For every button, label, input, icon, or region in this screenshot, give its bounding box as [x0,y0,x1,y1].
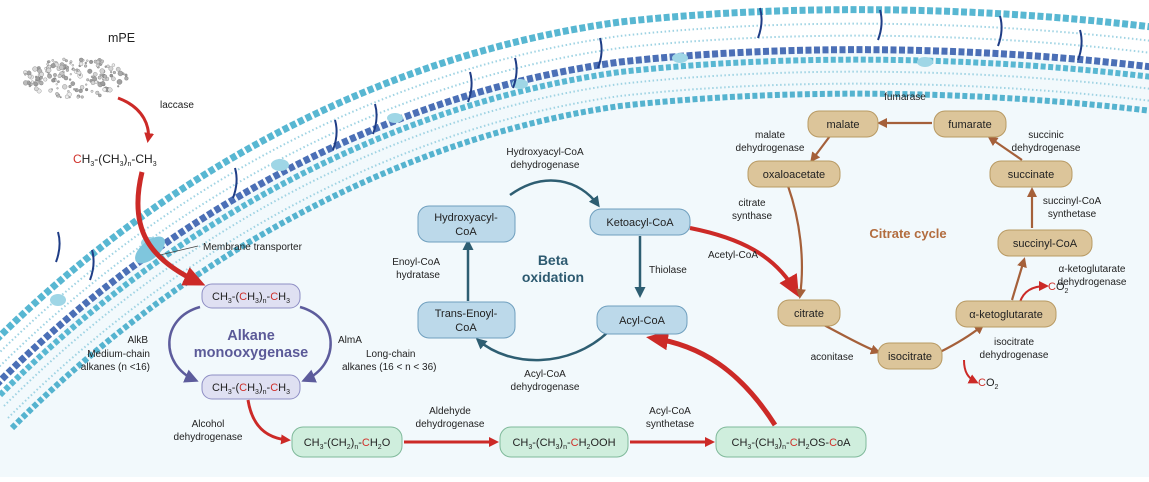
laccase-label: laccase [160,100,194,111]
uptake-arrow [135,171,206,286]
malate-node [807,110,879,138]
medium-chain-label-2: alkanes (n <16) [81,362,150,373]
succinyl-synthetase-label-1: succinyl-CoA [1043,196,1102,207]
akg-dh-label-2: dehydrogenase [1058,277,1127,288]
acyl-coa-ester-molecule: CH3-(CH3)n-CH2OS-CoA [732,437,852,451]
oxaloacetate-label: oxaloacetate [763,169,825,181]
transporter-pointer [159,245,199,256]
acyl-coa-node [596,305,688,335]
isocitrate-dh-label-1: isocitrate [994,337,1034,348]
succinate-node [989,160,1073,188]
long-chain-label-1: Long-chain [366,349,415,360]
laccase-arrow [117,96,155,143]
succinic-dh-label-2: dehydrogenase [1012,143,1081,154]
acyl-coa-ester-node [715,426,867,458]
acid-molecule: CH3-(CH3)n-CH2OOH [512,437,615,451]
hydroxyacyl-coa-label-1: Hydroxyacyl- [434,212,498,224]
isocitrate-dh-label-2: dehydrogenase [980,350,1049,361]
co2-label-akg: CO2 [1048,281,1069,295]
acyl-coa-dh-label-2: dehydrogenase [511,382,580,393]
malate-label: malate [826,119,859,131]
succinyl-coa-label: succinyl-CoA [1013,238,1078,250]
hydroxyacyl-dh-label-2: dehydrogenase [511,160,580,171]
medium-chain-label-1: Medium-chain [87,349,150,360]
alkane-title-line2: monooxygenase [194,345,308,361]
cell-membrane [0,6,1149,431]
enoyl-coa-hydratase-label-1: Enoyl-CoA [392,257,440,268]
trans-enoyl-coa-node [417,301,516,339]
succinic-dh-label-1: succinic [1028,130,1064,141]
acid-node [499,426,629,458]
citrate-label: citrate [794,308,824,320]
substrate-molecule: CH3-(CH3)n-CH3 [73,152,157,168]
membrane-transporter [135,236,165,264]
acetyl-coa-label: Acetyl-CoA [708,250,758,261]
citrate-node [777,299,841,327]
alpha-ketoglutarate-label: α-ketoglutarate [969,309,1043,321]
alkane-monooxygenase-section: CH3-(CH3)n-CH3 CH3-(CH3)n-CH3 Alkane mon… [81,283,437,400]
citrate-synthase-label-1: citrate [738,198,766,209]
alkane-molecule-bottom: CH3-(CH3)n-CH3 [212,382,290,396]
fatty-acid-activation-path: Alcohol dehydrogenase CH3-(CH2)n-CH2O Al… [174,330,867,458]
thiolase-label: Thiolase [649,265,687,276]
acyl-coa-dh-label-1: Acyl-CoA [524,369,566,380]
acyl-coa-label: Acyl-CoA [619,315,666,327]
membrane-transporter-label: Membrane transporter [203,242,303,253]
aldehyde-dh-label-2: dehydrogenase [416,419,485,430]
succinate-label: succinate [1008,169,1054,181]
beta-oxidation-section: Hydroxyacyl- CoA Ketoacyl-CoA Acyl-CoA T… [392,147,799,393]
alcohol-dh-label-1: Alcohol [192,419,225,430]
isocitrate-label: isocitrate [888,351,932,363]
alcohol-node [291,426,403,458]
co2-label-isocitrate: CO2 [978,377,999,391]
citrate-cycle-section: malate fumarate oxaloacetate succinate s… [732,92,1127,391]
succinyl-synthetase-label-2: synthetase [1048,209,1097,220]
acetyl-coa-arrow [689,226,799,298]
alcohol-dh-label-2: dehydrogenase [174,432,243,443]
acyl-synthetase-label-2: synthetase [646,419,695,430]
citrate-cycle-title: Citrate cycle [869,226,946,241]
acyl-synthetase-label-1: Acyl-CoA [649,406,691,417]
long-chain-label-2: alkanes (16 < n < 36) [342,362,437,373]
oxaloacetate-node [747,160,841,188]
mpe-label: mPE [108,31,135,45]
trans-enoyl-coa-label-1: Trans-Enoyl- [435,308,498,320]
ketoacyl-coa-label: Ketoacyl-CoA [606,217,674,229]
succinyl-coa-node [997,229,1093,257]
to-beta-oxidation-arrow [646,330,778,427]
hydroxyacyl-dh-label-1: Hydroxyacyl-CoA [506,147,584,158]
ketoacyl-coa-node [589,208,691,236]
alkb-label: AlkB [127,335,148,346]
alkane-node-top [201,283,301,309]
beta-title-line1: Beta [538,252,569,268]
beta-title-line2: oxidation [522,269,584,285]
akg-dh-label-1: α-ketoglutarate [1059,264,1126,275]
malate-dh-label-2: dehydrogenase [736,143,805,154]
alcohol-molecule: CH3-(CH2)n-CH2O [304,437,391,451]
alkane-node-bottom [201,374,301,400]
fumarate-label: fumarate [948,119,991,131]
mpe-particles-icon [23,57,129,99]
alkane-title-line1: Alkane [227,328,275,344]
malate-dh-label-1: malate [755,130,785,141]
fumarate-node [933,110,1007,138]
alma-label: AlmA [338,335,362,346]
hydroxyacyl-coa-label-2: CoA [455,226,477,238]
trans-enoyl-coa-label-2: CoA [455,322,477,334]
alpha-ketoglutarate-node [955,300,1057,328]
citrate-synthase-label-2: synthase [732,211,772,222]
aldehyde-dh-label-1: Aldehyde [429,406,471,417]
fumarase-label: fumarase [884,92,926,103]
hydroxyacyl-coa-node [417,205,516,243]
cytoplasm-background [0,49,1149,478]
aconitase-label: aconitase [811,352,854,363]
alkane-molecule-top: CH3-(CH3)n-CH3 [212,291,290,305]
enoyl-coa-hydratase-label-2: hydratase [396,270,440,281]
isocitrate-node [877,342,943,370]
